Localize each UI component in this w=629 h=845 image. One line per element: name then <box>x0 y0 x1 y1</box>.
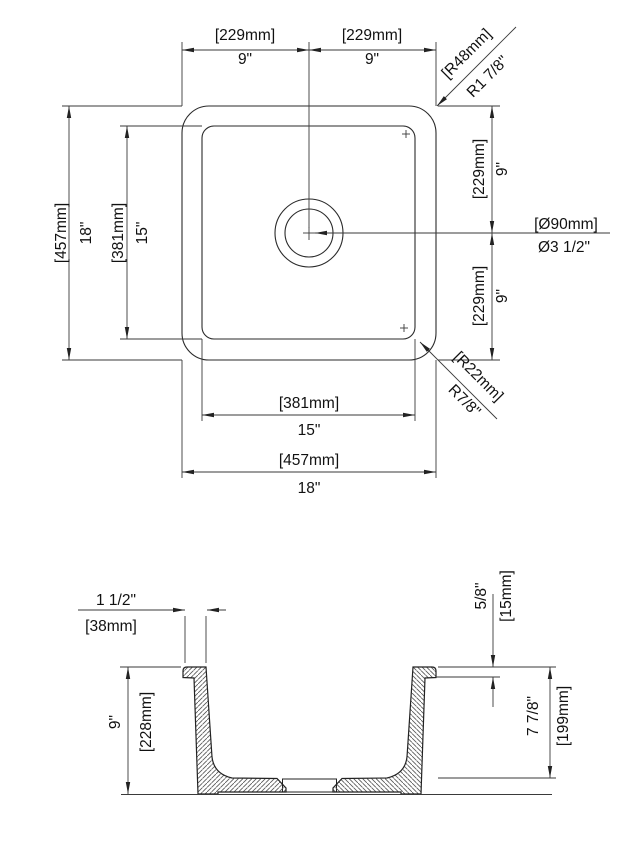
inner-radius-leader-line <box>419 341 498 420</box>
section-right-wall <box>332 666 437 795</box>
dim-bottom-outer-mm: [457mm] <box>279 452 339 469</box>
plan-extension-lines <box>62 42 500 478</box>
dim-right-top-in: 9" <box>494 162 511 176</box>
dim-top-right-in: 9" <box>365 51 379 68</box>
dim-left-inner-mm: [381mm] <box>110 203 127 263</box>
dim-right-bottom-in: 9" <box>494 289 511 303</box>
section-dimension-lines <box>78 594 553 794</box>
dim-left-outer-in: 18" <box>78 222 95 245</box>
dim-reveal-mm: [38mm] <box>85 618 137 635</box>
dim-overall-depth-in: 9" <box>107 715 124 729</box>
corner-center-mark-bottom-right <box>400 324 408 332</box>
dim-top-right-mm: [229mm] <box>342 27 402 44</box>
drain-center-cross <box>303 227 316 240</box>
plan-dimension-lines <box>66 47 495 475</box>
drain-label-mm: [Ø90mm] <box>534 216 598 233</box>
dim-top-left-in: 9" <box>238 51 252 68</box>
dim-bowl-depth-mm: [199mm] <box>555 686 572 746</box>
plan-view: [229mm] 9" [229mm] 9" [457mm] 18" [381mm… <box>53 26 610 497</box>
dim-reveal-in: 1 1/2" <box>96 592 136 609</box>
plan-inner-outline <box>201 125 416 340</box>
section-extension-lines <box>120 616 556 779</box>
dim-top-left-mm: [229mm] <box>215 27 275 44</box>
section-left-wall <box>182 666 287 795</box>
outer-radius-leader-line <box>436 26 517 107</box>
section-view: 1 1/2" [38mm] 5/8" [15mm] 9" [228mm] 7 7… <box>78 570 572 795</box>
dim-rim-mm: [15mm] <box>498 570 515 622</box>
dim-right-bottom-mm: [229mm] <box>471 266 488 326</box>
dim-left-outer-mm: [457mm] <box>53 203 70 263</box>
drain-label-in: Ø3 1/2" <box>538 239 590 256</box>
corner-center-mark-top-right <box>402 130 410 138</box>
dim-bottom-inner-mm: [381mm] <box>279 395 339 412</box>
dim-overall-depth-mm: [228mm] <box>138 692 155 752</box>
dim-bowl-depth-in: 7 7/8" <box>525 696 542 736</box>
dim-rim-in: 5/8" <box>473 582 490 609</box>
dim-bottom-inner-in: 15" <box>298 422 321 439</box>
dim-left-inner-in: 15" <box>134 222 151 245</box>
dim-right-top-mm: [229mm] <box>471 139 488 199</box>
section-drain-outlet <box>282 778 337 793</box>
dim-bottom-outer-in: 18" <box>298 480 321 497</box>
